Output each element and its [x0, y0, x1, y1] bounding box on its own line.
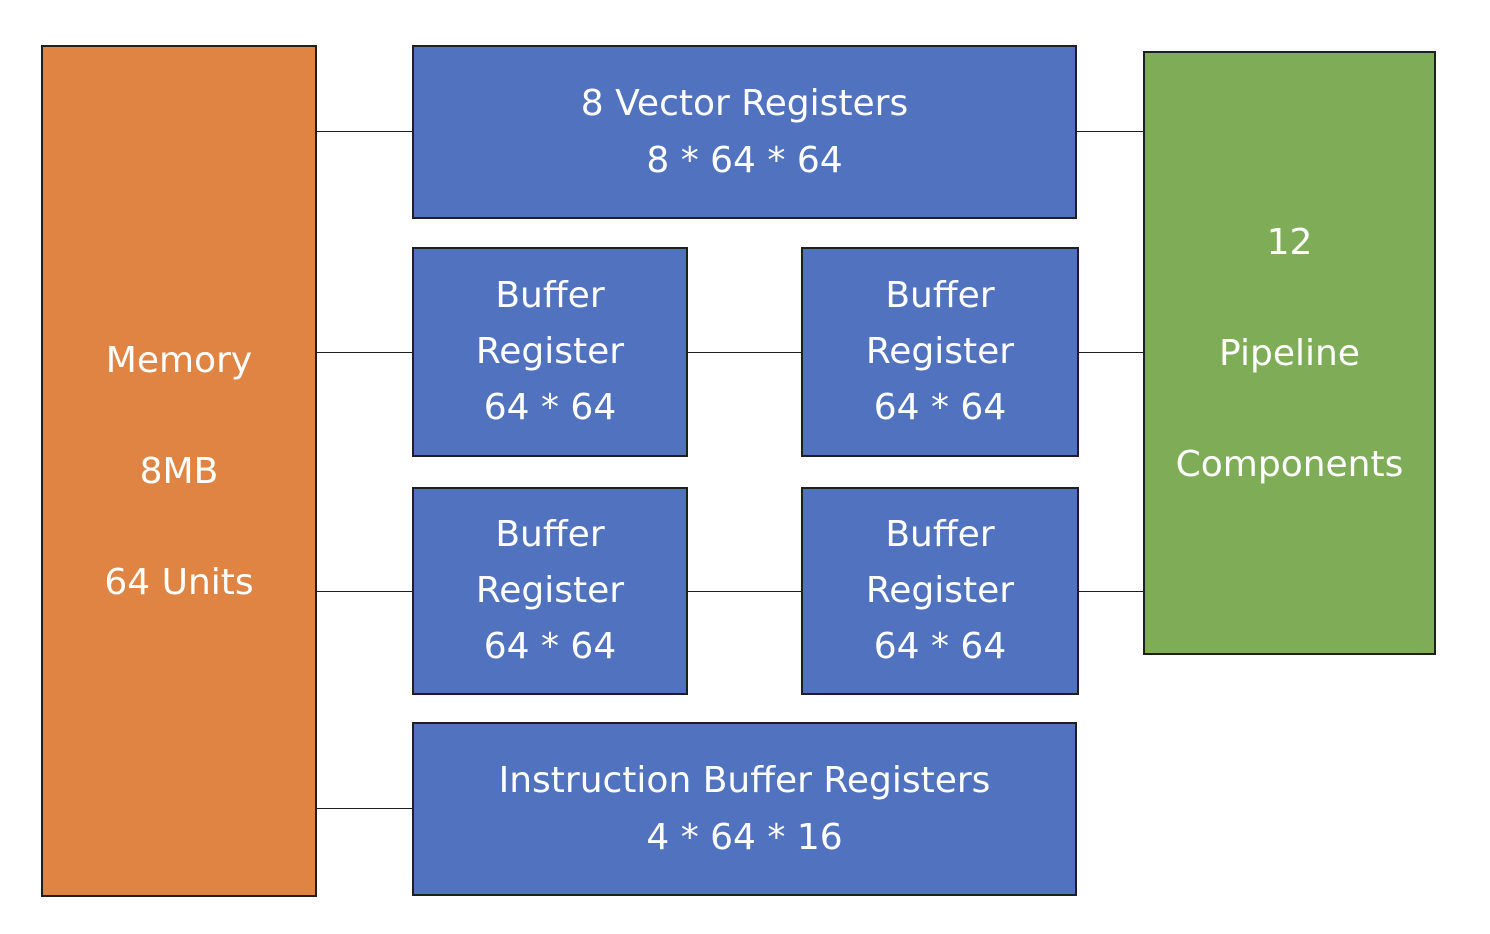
- connector-buffer-1-buffer-2: [688, 352, 801, 353]
- pipeline-count: 12: [1266, 221, 1313, 263]
- buffer-register-block: Buffer Register 64 * 64: [412, 487, 688, 695]
- buffer-register-label-line2: Register: [865, 331, 1015, 372]
- pipeline-components-block: 12 Pipeline Components: [1143, 51, 1436, 655]
- vector-registers-label: 8 Vector Registers: [580, 83, 909, 124]
- buffer-register-size: 64 * 64: [873, 387, 1007, 428]
- vector-registers-size: 8 * 64 * 64: [646, 140, 843, 181]
- buffer-register-block: Buffer Register 64 * 64: [412, 247, 688, 457]
- vector-registers-block: 8 Vector Registers 8 * 64 * 64: [412, 45, 1077, 219]
- connector-buffer-2-pipeline: [1079, 352, 1143, 353]
- buffer-register-label-line1: Buffer: [885, 514, 995, 555]
- instruction-buffer-label: Instruction Buffer Registers: [498, 760, 991, 801]
- connector-memory-buffer-3: [317, 591, 412, 592]
- buffer-register-label-line1: Buffer: [495, 514, 605, 555]
- instruction-buffer-registers-block: Instruction Buffer Registers 4 * 64 * 16: [412, 722, 1077, 896]
- buffer-register-block: Buffer Register 64 * 64: [801, 487, 1079, 695]
- buffer-register-label-line2: Register: [475, 331, 625, 372]
- buffer-register-size: 64 * 64: [483, 387, 617, 428]
- connector-vector-pipeline: [1077, 131, 1143, 132]
- pipeline-label: Pipeline: [1219, 332, 1360, 374]
- memory-label: Memory: [105, 339, 253, 381]
- buffer-register-label-line1: Buffer: [495, 275, 605, 316]
- buffer-register-size: 64 * 64: [873, 626, 1007, 667]
- instruction-buffer-size: 4 * 64 * 16: [646, 817, 843, 858]
- buffer-register-label-line2: Register: [475, 570, 625, 611]
- buffer-register-label-line1: Buffer: [885, 275, 995, 316]
- memory-block: Memory 8MB 64 Units: [41, 45, 317, 897]
- connector-memory-vector: [317, 131, 412, 132]
- memory-size: 8MB: [139, 450, 219, 492]
- buffer-register-block: Buffer Register 64 * 64: [801, 247, 1079, 457]
- memory-units: 64 Units: [104, 561, 254, 603]
- buffer-register-label-line2: Register: [865, 570, 1015, 611]
- connector-buffer-4-pipeline: [1079, 591, 1143, 592]
- pipeline-components-label: Components: [1175, 443, 1404, 485]
- connector-memory-buffer-1: [317, 352, 412, 353]
- connector-buffer-3-buffer-4: [688, 591, 801, 592]
- connector-memory-instruction-buffer: [317, 808, 412, 809]
- buffer-register-size: 64 * 64: [483, 626, 617, 667]
